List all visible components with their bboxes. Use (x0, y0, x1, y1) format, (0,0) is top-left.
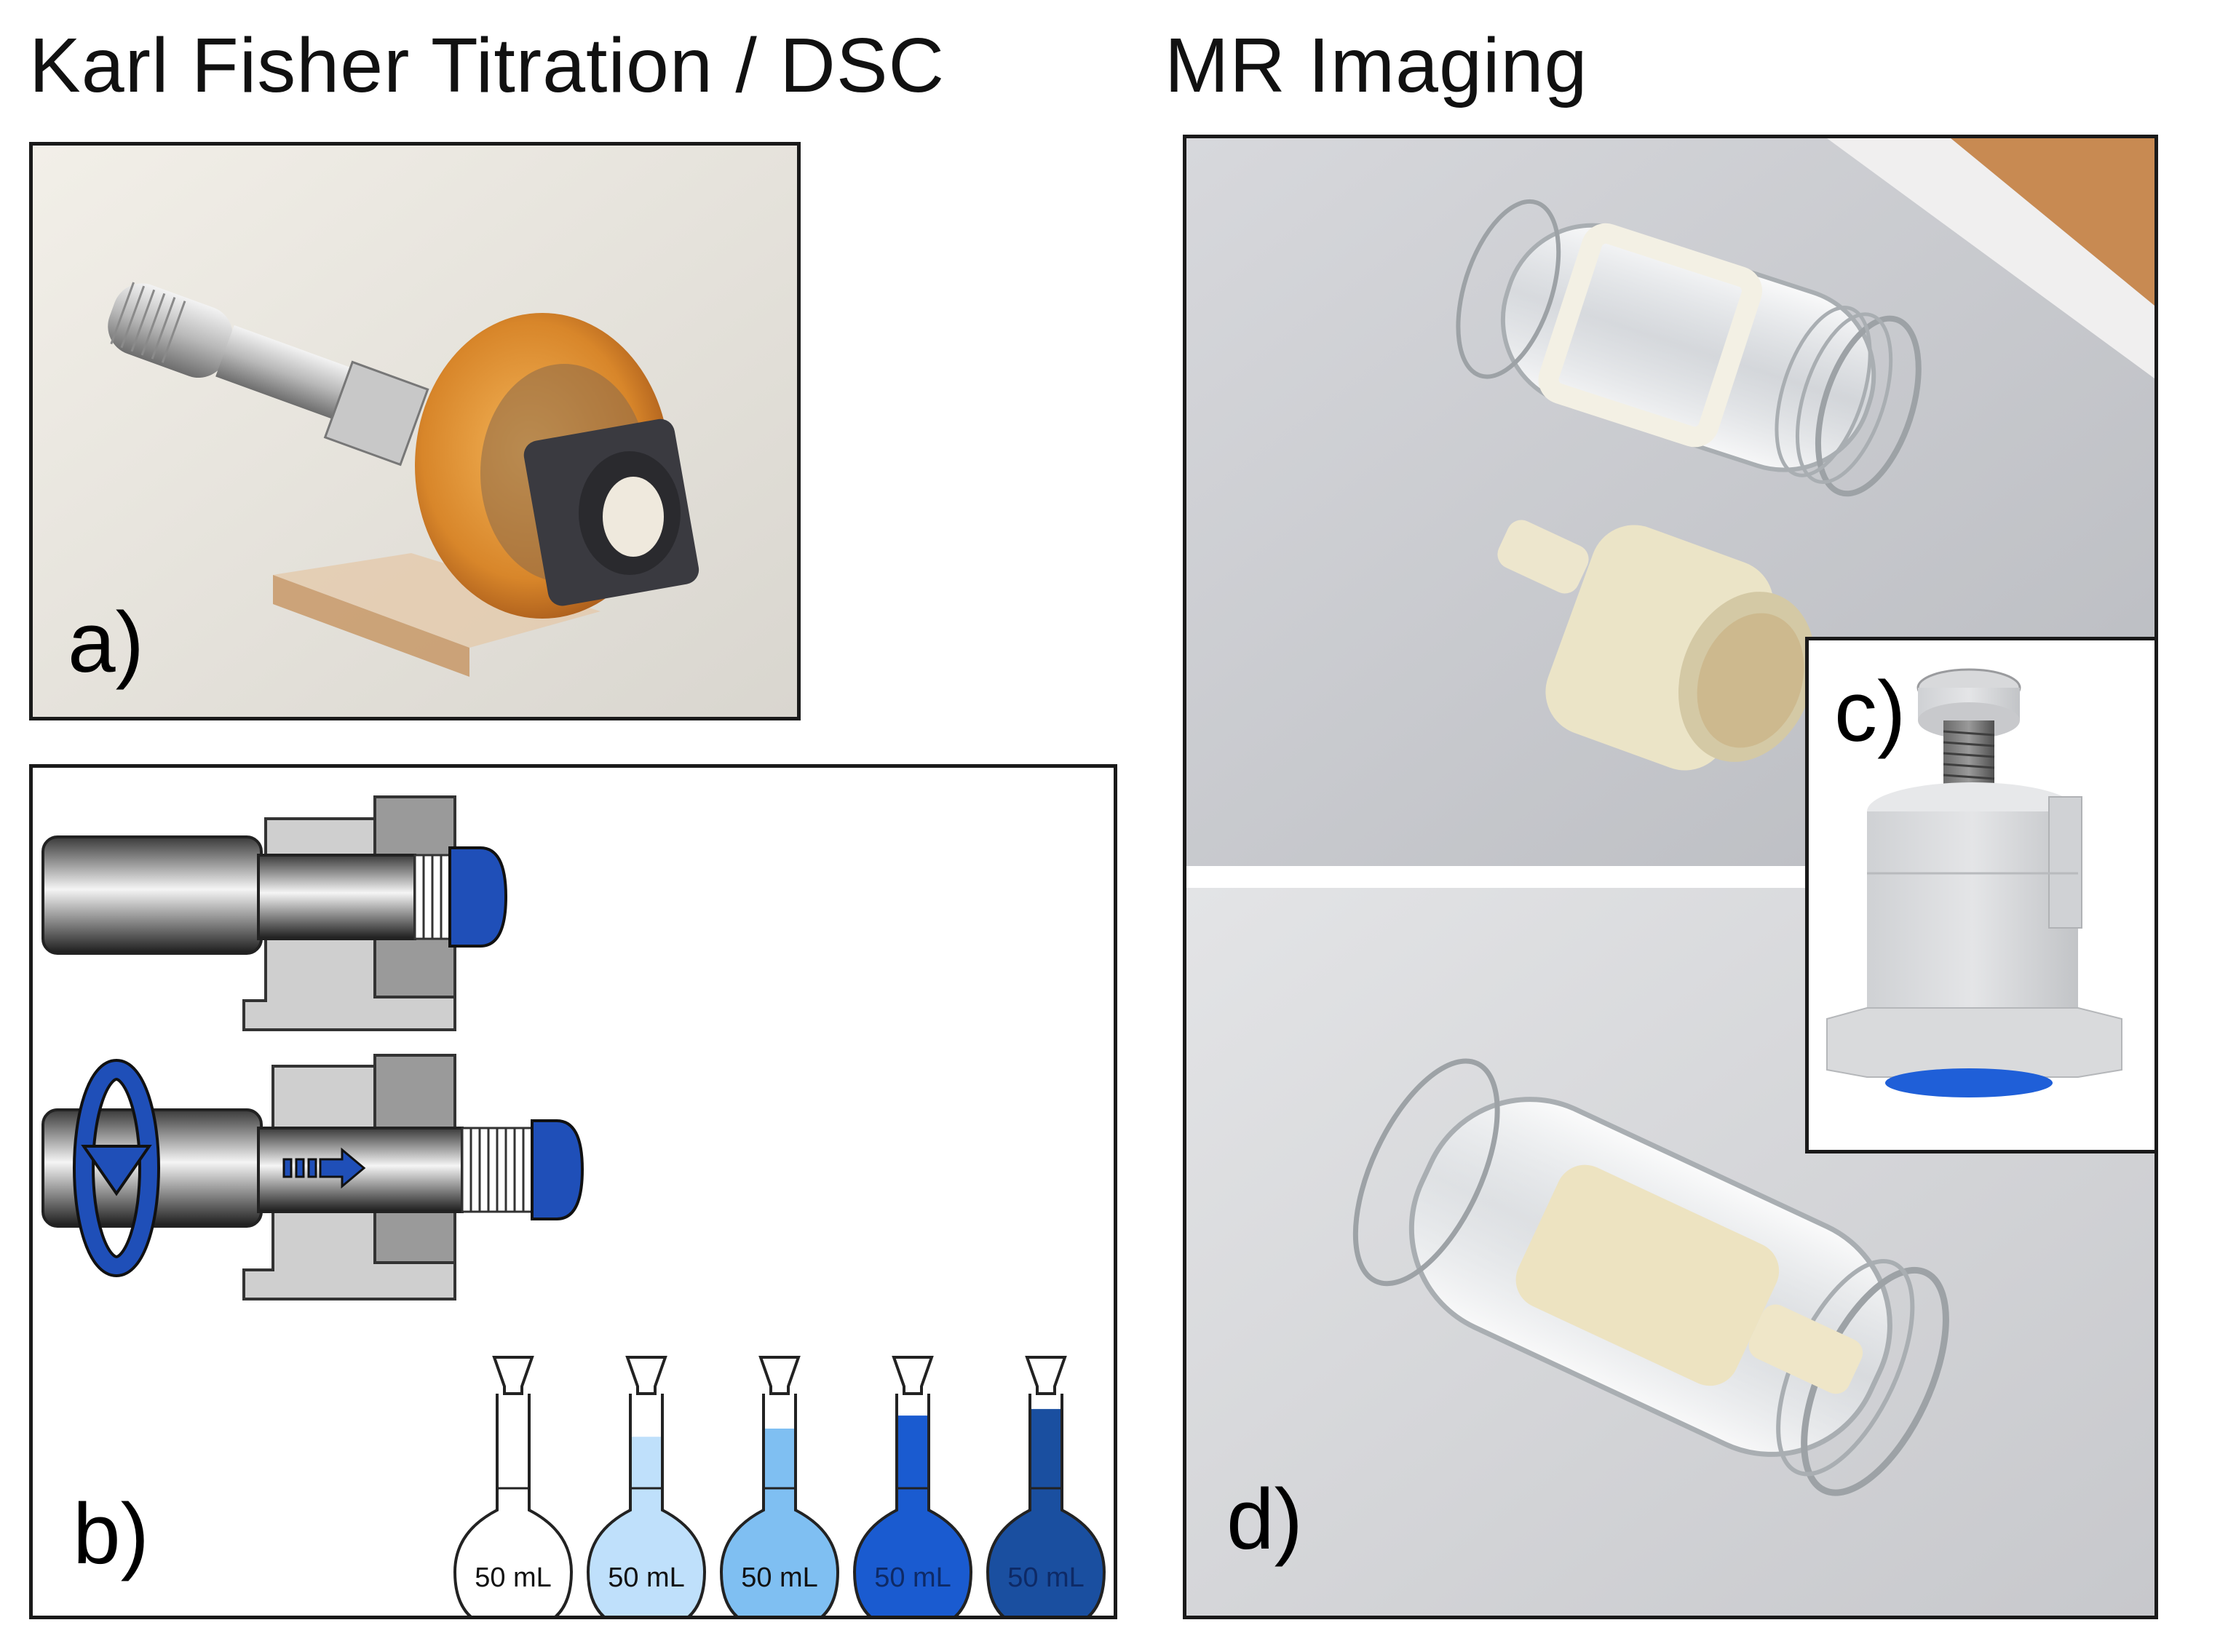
title-right: MR Imaging (1165, 23, 1588, 108)
micrometer-device-photo (33, 146, 797, 717)
flask-label: 50 mL (608, 1562, 685, 1593)
flask-liquid (721, 1429, 838, 1616)
flask-stopper (625, 1356, 667, 1395)
volumetric-flasks: 50 mL 50 mL 50 mL 50 mL 50 mL (453, 1356, 1106, 1616)
flask-liquid (855, 1415, 971, 1616)
panel-label-d: d) (1226, 1472, 1303, 1568)
micrometer-schematic: 50 mL 50 mL 50 mL 50 mL 50 mL (41, 795, 1106, 1616)
flask-liquid (588, 1437, 705, 1616)
flask-stopper (492, 1356, 534, 1395)
advance-arrow-icon (282, 1147, 366, 1189)
panel-a: a) (29, 142, 801, 720)
flask-outline (852, 1394, 973, 1616)
mr-holder-photos (1186, 138, 2154, 1616)
flask-stopper (758, 1356, 801, 1395)
panel-label-a: a) (68, 595, 144, 691)
schematic-retracted (41, 795, 508, 1031)
schematic-advanced (41, 1054, 584, 1300)
title-left: Karl Fisher Titration / DSC (29, 23, 946, 108)
flask: 50 mL (852, 1356, 973, 1616)
flask: 50 mL (986, 1356, 1106, 1616)
flask-outline (586, 1394, 707, 1616)
flask: 50 mL (719, 1356, 840, 1616)
flask: 50 mL (586, 1356, 707, 1616)
flask-liquid (988, 1409, 1104, 1616)
panel-label-b: b) (73, 1486, 149, 1582)
holder-part-photo-upper (1497, 520, 1816, 771)
panel-c: c) (1805, 637, 2158, 1153)
flask-stopper (892, 1356, 934, 1395)
flask-outline (986, 1394, 1106, 1616)
panel-b: 50 mL 50 mL 50 mL 50 mL 50 mL b) (29, 764, 1117, 1619)
rotate-arrowhead-icon (81, 1145, 152, 1196)
flask-label: 50 mL (741, 1562, 818, 1593)
flask-stopper (1025, 1356, 1067, 1395)
flask-label: 50 mL (874, 1562, 951, 1593)
flask-label: 50 mL (1007, 1562, 1085, 1593)
flask-outline (719, 1394, 840, 1616)
rotate-arrow-icon (73, 1059, 160, 1277)
flask: 50 mL (453, 1356, 574, 1616)
flask-label: 50 mL (475, 1562, 552, 1593)
flask-outline (453, 1394, 574, 1616)
panel-label-c: c) (1834, 664, 1906, 760)
holder-3d-render (1826, 668, 2122, 1097)
